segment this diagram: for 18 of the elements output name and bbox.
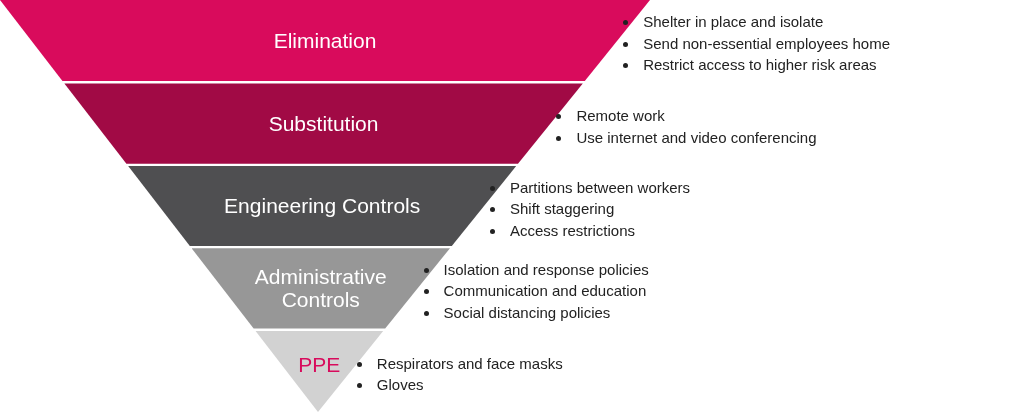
bullet-item: Access restrictions [510, 220, 637, 241]
bullet-item: Shift staggering [510, 199, 616, 219]
bullet-item: Gloves [376, 375, 425, 396]
bullet-item: Respirators and face masks [376, 353, 563, 374]
bullet-item: Social distancing policies [443, 302, 612, 323]
band-label: Elimination [273, 28, 377, 53]
band-label: Administrative Controls [253, 264, 388, 312]
band-label: Engineering Controls [224, 194, 421, 218]
bullet-item: Remote work [576, 106, 666, 127]
bullet-item: Shelter in place and isolate [643, 12, 825, 33]
bullet-item: Isolation and response policies [443, 259, 649, 280]
bullet-item: Use internet and video conferencing [576, 127, 817, 148]
bullet-item: Communication and education [443, 281, 648, 302]
band-label: Substitution [268, 111, 379, 136]
bullet-item: Partitions between workers [510, 177, 691, 198]
bullet-item: Restrict access to higher risk areas [643, 55, 878, 76]
band-label: PPE [298, 352, 341, 377]
bullet-item: Send non-essential employees home [643, 33, 890, 54]
